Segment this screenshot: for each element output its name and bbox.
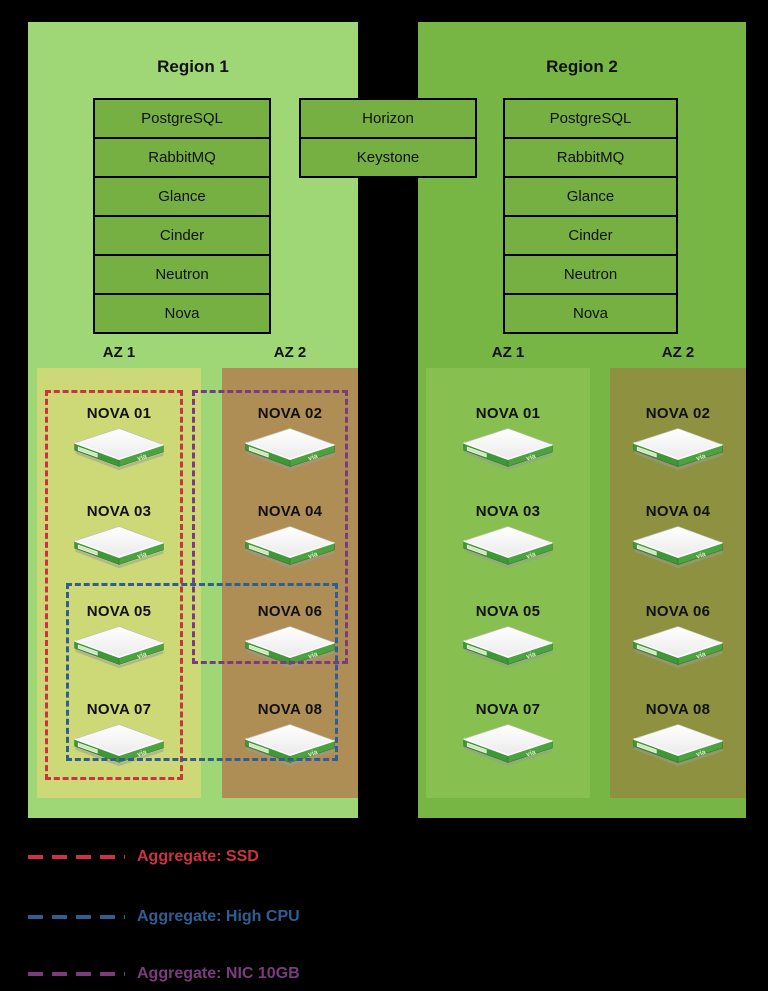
compute-node: NOVA 06 xyxy=(222,603,358,669)
compute-node: NOVA 04 xyxy=(222,503,358,569)
compute-node: NOVA 02 xyxy=(610,405,746,471)
server-icon xyxy=(244,723,336,767)
server-icon xyxy=(462,427,554,471)
compute-node: NOVA 05 xyxy=(426,603,590,669)
region-1-az1-label: AZ 1 xyxy=(102,344,136,361)
node-label: NOVA 05 xyxy=(475,603,541,620)
server-icon xyxy=(462,525,554,569)
service-horizon: Horizon xyxy=(362,110,414,127)
region-1-az2-label: AZ 2 xyxy=(273,344,307,361)
compute-node: NOVA 08 xyxy=(610,701,746,767)
compute-node: NOVA 07 xyxy=(426,701,590,767)
compute-node: NOVA 02 xyxy=(222,405,358,471)
node-label: NOVA 06 xyxy=(645,603,711,620)
purple-dash-line xyxy=(28,972,125,976)
shared-services-box: Horizon Keystone xyxy=(299,98,477,178)
server-icon xyxy=(462,625,554,669)
service-cinder: Cinder xyxy=(95,215,269,254)
server-icon xyxy=(73,723,165,767)
server-icon xyxy=(244,427,336,471)
node-label: NOVA 07 xyxy=(86,701,152,718)
compute-node: NOVA 01 xyxy=(426,405,590,471)
service-rabbitmq: RabbitMQ xyxy=(505,137,676,176)
node-label: NOVA 03 xyxy=(86,503,152,520)
node-label: NOVA 02 xyxy=(645,405,711,422)
red-dash-line xyxy=(28,855,125,859)
server-icon xyxy=(73,525,165,569)
compute-node: NOVA 06 xyxy=(610,603,746,669)
node-label: NOVA 02 xyxy=(257,405,323,422)
compute-node: NOVA 07 xyxy=(37,701,201,767)
region-2-title: Region 2 xyxy=(546,57,618,76)
server-icon xyxy=(244,625,336,669)
service-rabbitmq: RabbitMQ xyxy=(95,137,269,176)
service-nova: Nova xyxy=(505,293,676,332)
legend-label-ssd: Aggregate: SSD xyxy=(137,848,259,865)
compute-node: NOVA 03 xyxy=(37,503,201,569)
node-label: NOVA 06 xyxy=(257,603,323,620)
service-nova: Nova xyxy=(95,293,269,332)
server-icon xyxy=(632,723,724,767)
region-2-service-stack: PostgreSQL RabbitMQ Glance Cinder Neutro… xyxy=(503,98,678,334)
compute-node: NOVA 03 xyxy=(426,503,590,569)
service-postgresql: PostgreSQL xyxy=(549,110,632,127)
node-label: NOVA 04 xyxy=(645,503,711,520)
server-icon xyxy=(632,427,724,471)
server-icon xyxy=(462,723,554,767)
region-1-title: Region 1 xyxy=(157,57,229,76)
region-1-service-stack: PostgreSQL RabbitMQ Glance Cinder Neutro… xyxy=(93,98,271,334)
region-2-az2-label: AZ 2 xyxy=(661,344,695,361)
node-label: NOVA 08 xyxy=(645,701,711,718)
compute-node: NOVA 04 xyxy=(610,503,746,569)
server-icon xyxy=(73,427,165,471)
node-label: NOVA 03 xyxy=(475,503,541,520)
server-icon xyxy=(632,625,724,669)
legend-row-ssd: Aggregate: SSD xyxy=(28,848,368,878)
server-icon xyxy=(244,525,336,569)
server-icon xyxy=(632,525,724,569)
legend-label-nic10gb: Aggregate: NIC 10GB xyxy=(137,965,300,982)
service-keystone: Keystone xyxy=(301,137,475,176)
node-label: NOVA 08 xyxy=(257,701,323,718)
region-2-az2-box: NOVA 02 NOVA 04 NOVA 06 NOVA 08 xyxy=(610,368,746,798)
compute-node: NOVA 01 xyxy=(37,405,201,471)
node-label: NOVA 07 xyxy=(475,701,541,718)
region-2-az1-label: AZ 1 xyxy=(491,344,525,361)
service-cinder: Cinder xyxy=(505,215,676,254)
node-label: NOVA 01 xyxy=(475,405,541,422)
region-1-az1-box: NOVA 01 NOVA 03 NOVA 05 NOVA 07 xyxy=(37,368,201,798)
service-neutron: Neutron xyxy=(505,254,676,293)
compute-node: NOVA 08 xyxy=(222,701,358,767)
node-label: NOVA 01 xyxy=(86,405,152,422)
region-2-az1-box: NOVA 01 NOVA 03 NOVA 05 NOVA 07 xyxy=(426,368,590,798)
service-glance: Glance xyxy=(505,176,676,215)
legend-row-highcpu: Aggregate: High CPU xyxy=(28,908,368,938)
blue-dash-line xyxy=(28,915,125,919)
region-1-az2-box: NOVA 02 NOVA 04 NOVA 06 NOVA 08 xyxy=(222,368,358,798)
legend-row-nic10gb: Aggregate: NIC 10GB xyxy=(28,965,368,991)
service-postgresql: PostgreSQL xyxy=(141,110,223,127)
service-glance: Glance xyxy=(95,176,269,215)
node-label: NOVA 04 xyxy=(257,503,323,520)
compute-node: NOVA 05 xyxy=(37,603,201,669)
legend-label-highcpu: Aggregate: High CPU xyxy=(137,908,300,925)
node-label: NOVA 05 xyxy=(86,603,152,620)
service-neutron: Neutron xyxy=(95,254,269,293)
server-icon xyxy=(73,625,165,669)
